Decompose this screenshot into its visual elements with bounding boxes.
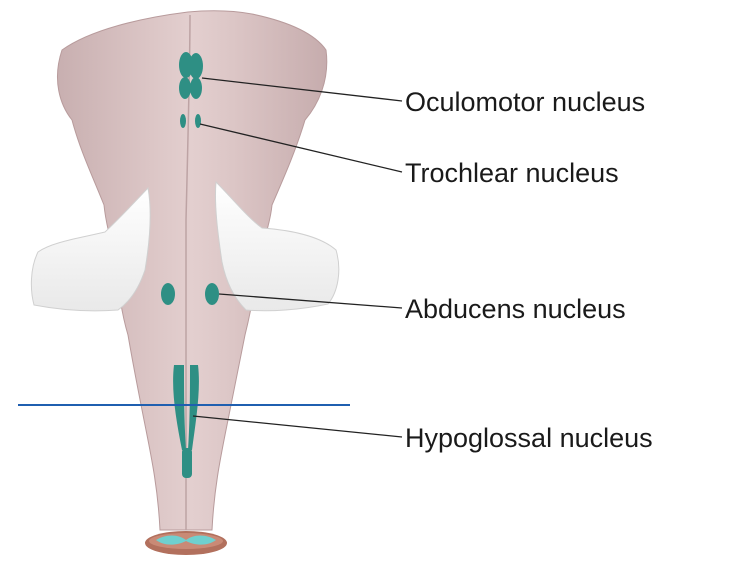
trochlear-nucleus-label: Trochlear nucleus — [405, 160, 619, 187]
spinal-cord-cut — [145, 531, 227, 555]
abducens-nucleus-label: Abducens nucleus — [405, 296, 626, 323]
left-cerebellar-peduncle — [31, 188, 150, 311]
oculomotor-nucleus-label: Oculomotor nucleus — [405, 89, 645, 116]
hypoglossal-nucleus-label: Hypoglossal nucleus — [405, 425, 653, 452]
right-cerebellar-peduncle — [215, 182, 338, 311]
